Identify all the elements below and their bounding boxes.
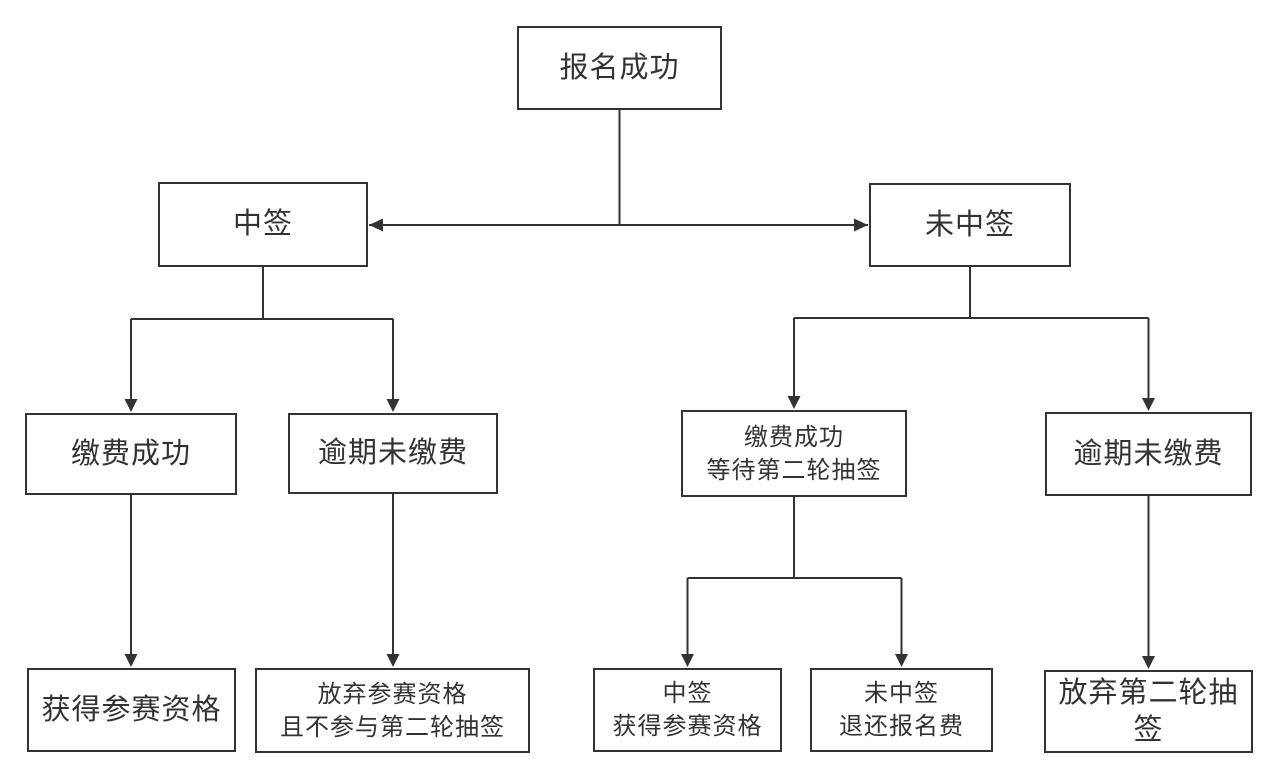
node-label: 逾期未缴费 [1073, 437, 1224, 470]
node-payment-success-wait-second-round: 缴费成功 等待第二轮抽签 [681, 410, 907, 497]
connector-overdue-left-to-forfeit [386, 493, 400, 667]
node-forfeit-qualification: 放弃参赛资格 且不参与第二轮抽签 [255, 668, 530, 753]
arrowhead-down [124, 399, 138, 412]
node-label-line2: 等待第二轮抽签 [706, 456, 882, 484]
connector-selected-branch [124, 266, 400, 412]
node-label-line2: 获得参赛资格 [612, 713, 763, 740]
node-overdue-unpaid-left: 逾期未缴费 [288, 413, 498, 494]
arrowhead-down [681, 654, 694, 667]
arrowhead-down [1142, 398, 1155, 411]
arrowhead-left [369, 218, 383, 232]
node-not-selected: 未中签 [869, 183, 1071, 267]
arrowhead-right [854, 218, 868, 232]
connector-second-round-branch [681, 496, 908, 667]
connector-not-selected-branch [787, 266, 1155, 411]
node-second-round-selected: 中签 获得参赛资格 [593, 668, 782, 752]
node-label-line1: 中签 [662, 680, 713, 707]
arrowhead-down [895, 654, 908, 667]
node-label: 未中签 [924, 208, 1015, 241]
node-label-line1: 未中签 [864, 680, 939, 707]
node-label-line1: 放弃参赛资格 [317, 680, 468, 708]
connector-payment-to-qualification [124, 494, 138, 667]
arrowhead-down [124, 654, 138, 667]
arrowhead-down [386, 399, 400, 412]
node-label: 中签 [232, 208, 293, 241]
connector-overdue-right-to-forfeit-second [1142, 495, 1155, 669]
node-forfeit-second-round: 放弃第二轮抽签 [1044, 670, 1253, 753]
node-payment-success: 缴费成功 [25, 413, 237, 495]
node-selected: 中签 [158, 182, 368, 267]
node-label: 放弃第二轮抽签 [1058, 677, 1239, 746]
node-overdue-unpaid-right: 逾期未缴费 [1045, 412, 1252, 496]
arrowhead-down [386, 654, 400, 667]
node-label-line2: 退还报名费 [839, 713, 964, 740]
node-label-line1: 缴费成功 [744, 423, 844, 451]
arrowhead-down [1142, 656, 1155, 669]
node-label: 逾期未缴费 [317, 437, 468, 470]
connector-root-split [369, 110, 868, 232]
node-label: 报名成功 [559, 51, 680, 84]
node-label-line2: 且不参与第二轮抽签 [280, 713, 505, 741]
arrowhead-down [787, 396, 801, 409]
node-label: 获得参赛资格 [41, 693, 222, 726]
node-qualification-obtained: 获得参赛资格 [27, 668, 236, 752]
node-label: 缴费成功 [70, 437, 191, 470]
node-second-round-not-selected: 未中签 退还报名费 [810, 668, 993, 752]
node-registration-success: 报名成功 [517, 26, 722, 110]
